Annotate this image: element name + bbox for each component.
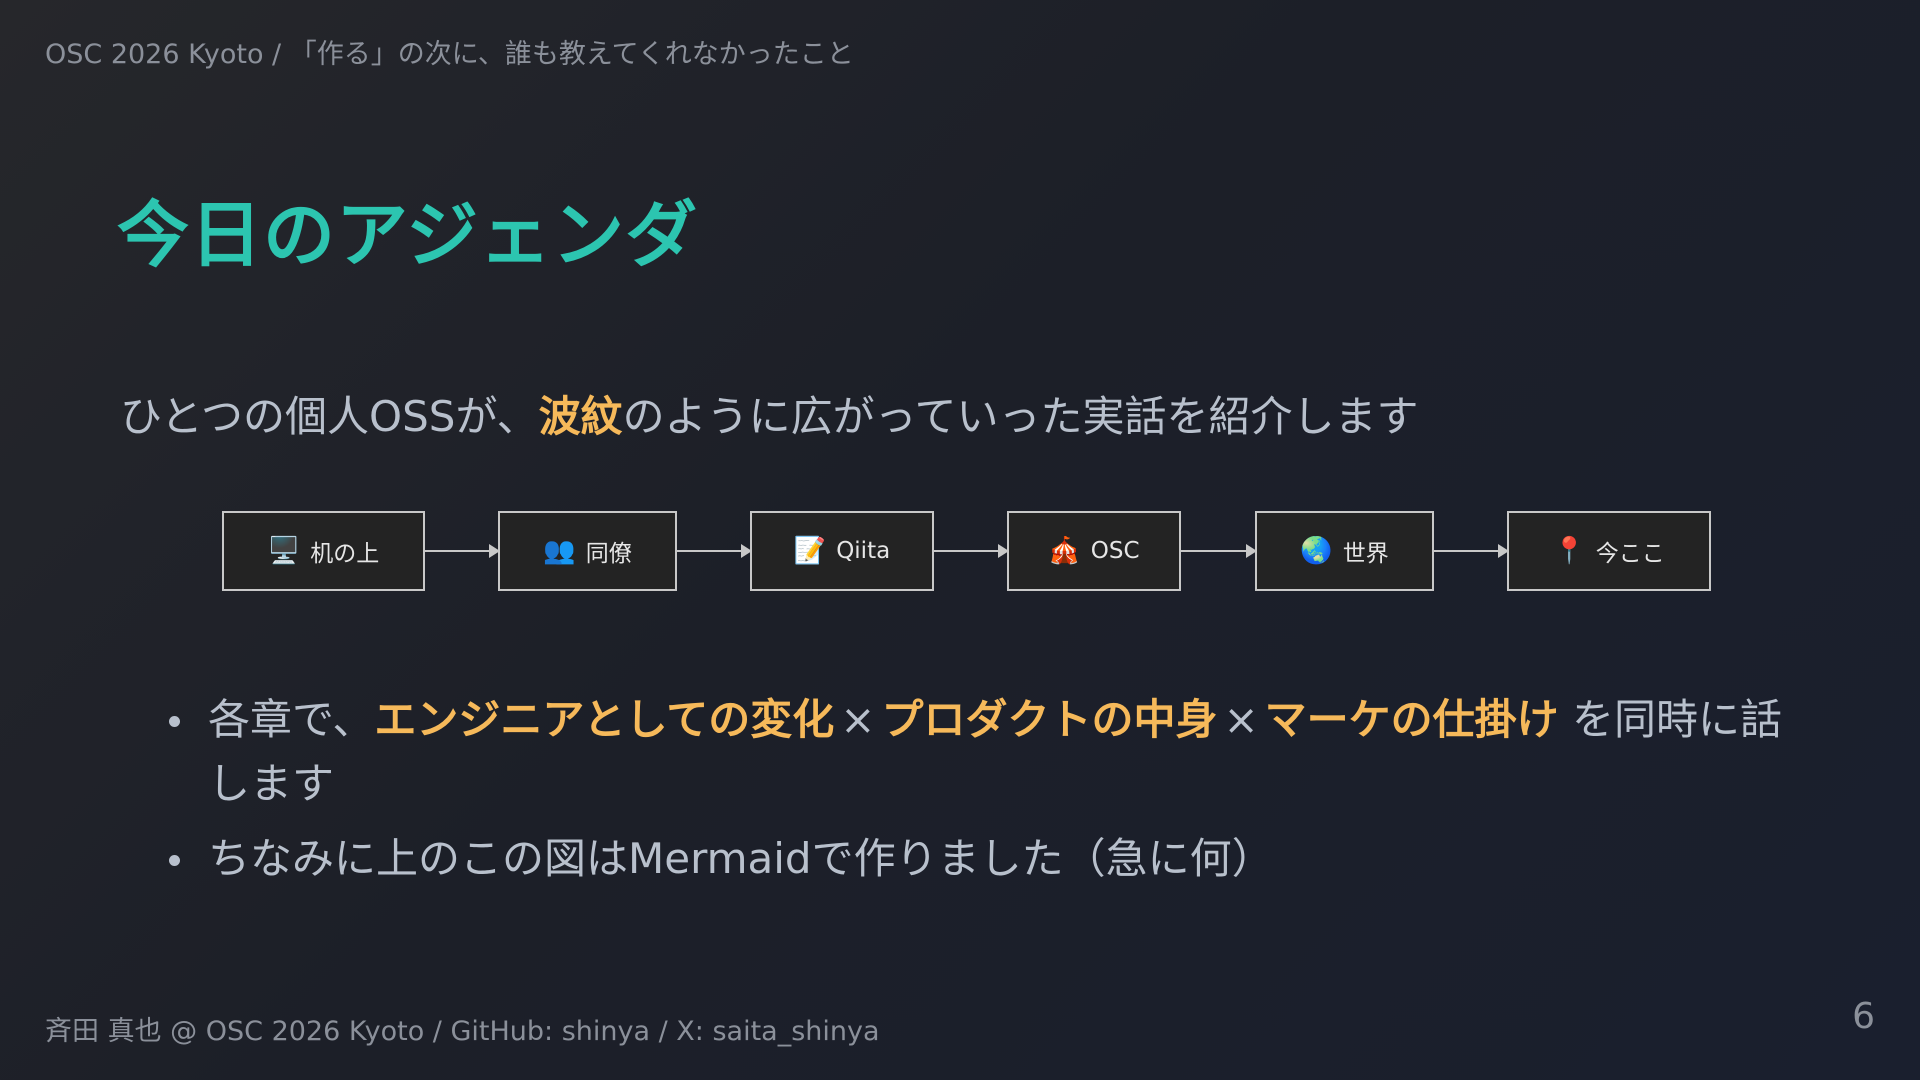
flow-node-colleagues: 👥 同僚	[498, 511, 677, 591]
flow-node-label: OSC	[1090, 538, 1140, 564]
flow-arrow	[1434, 544, 1509, 558]
flow-node-qiita: 📝 Qiita	[750, 511, 934, 591]
flow-node-desk: 🖥️ 机の上	[222, 511, 425, 591]
times-separator: ×	[1223, 695, 1259, 744]
pin-icon: 📍	[1553, 536, 1586, 566]
times-separator: ×	[840, 695, 876, 744]
bullet-highlight-engineer: エンジニアとしての変化	[374, 695, 835, 744]
bullet-item: ちなみに上のこの図はMermaidで作りました（急に何）	[166, 827, 1786, 891]
bullet-item: 各章で、エンジニアとしての変化×プロダクトの中身×マーケの仕掛け を同時に話しま…	[166, 688, 1786, 816]
bullet-suffix: を同時に話します	[208, 695, 1783, 808]
flow-node-now: 📍 今ここ	[1507, 511, 1711, 591]
flow-node-label: 机の上	[310, 541, 380, 567]
lead-text-before: ひとつの個人OSSが、	[120, 392, 539, 441]
circus-tent-icon: 🎪	[1048, 536, 1081, 566]
footer-credit: 斉田 真也 @ OSC 2026 Kyoto / GitHub: shinya …	[45, 1016, 880, 1047]
page-number: 6	[1852, 996, 1875, 1037]
flow-node-label: 世界	[1342, 541, 1389, 567]
flow-node-world: 🌏 世界	[1255, 511, 1434, 591]
flow-node-osc: 🎪 OSC	[1007, 511, 1181, 591]
header-breadcrumb: OSC 2026 Kyoto / 「作る」の次に、誰も教えてくれなかったこと	[45, 39, 854, 70]
memo-icon: 📝	[793, 536, 827, 566]
flow-arrow	[677, 544, 752, 558]
flow-node-label: 今ここ	[1595, 541, 1665, 567]
bullet-prefix: 各章で、	[208, 695, 375, 744]
flow-node-label: Qiita	[836, 538, 891, 564]
lead-text-highlight: 波紋	[538, 392, 623, 441]
flow-arrow	[425, 544, 500, 558]
bullet-list: 各章で、エンジニアとしての変化×プロダクトの中身×マーケの仕掛け を同時に話しま…	[166, 688, 1786, 902]
slide-title: 今日のアジェンダ	[117, 193, 699, 277]
flow-arrow	[934, 544, 1009, 558]
lead-text-after: のように広がっていった実話を紹介します	[622, 392, 1419, 441]
globe-icon: 🌏	[1300, 536, 1333, 566]
desktop-computer-icon: 🖥️	[267, 536, 301, 566]
flow-node-label: 同僚	[585, 541, 632, 567]
bullet-text: ちなみに上のこの図はMermaidで作りました（急に何）	[208, 834, 1274, 883]
bullet-highlight-product: プロダクトの中身	[881, 695, 1218, 744]
lead-text: ひとつの個人OSSが、波紋のように広がっていった実話を紹介します	[120, 383, 1419, 444]
flow-arrow	[1181, 544, 1257, 558]
bullet-highlight-marketing: マーケの仕掛け	[1264, 695, 1559, 744]
people-icon: 👥	[543, 536, 576, 566]
